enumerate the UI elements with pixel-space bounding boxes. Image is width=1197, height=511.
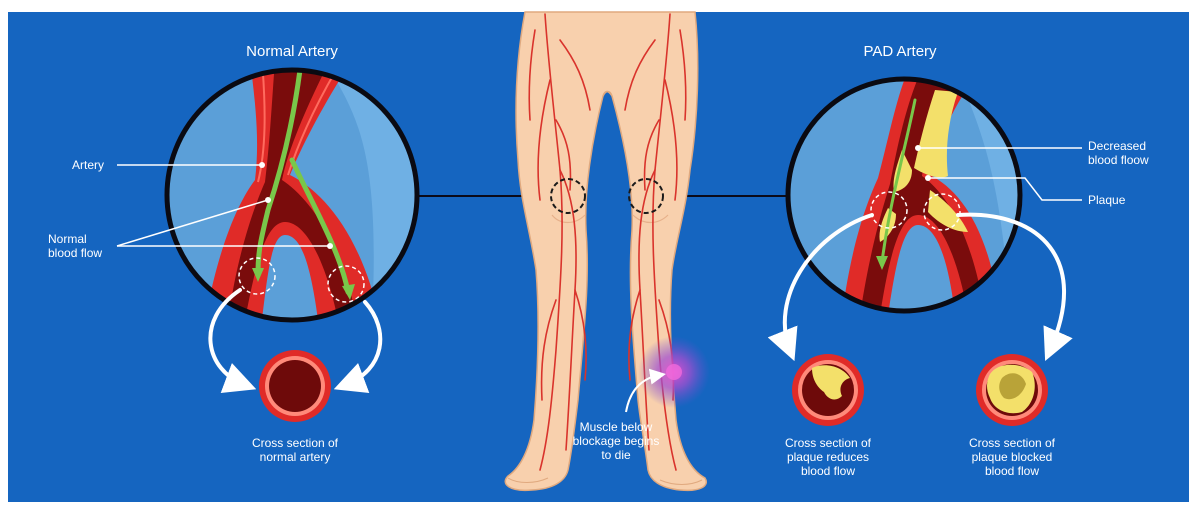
reduced-cross-section	[792, 354, 864, 426]
blocked-caption: Cross section of plaque blocked blood fl…	[942, 436, 1082, 478]
normal-flow-label-line2: blood flow	[48, 246, 102, 260]
muscle-caption-line1: Muscle below	[556, 420, 676, 434]
blocked-caption-line1: Cross section of	[942, 436, 1082, 450]
blocked-cross-section	[976, 354, 1048, 426]
muscle-caption-line3: to die	[556, 448, 676, 462]
artery-label: Artery	[72, 158, 104, 172]
blocked-caption-line3: blood flow	[942, 464, 1082, 478]
muscle-caption: Muscle below blockage begins to die	[556, 420, 676, 462]
normal-cross-section	[259, 350, 331, 422]
normal-flow-label: Normal blood flow	[48, 232, 102, 260]
normal-flow-label-line1: Normal	[48, 232, 102, 246]
normal-cross-caption-line2: normal artery	[225, 450, 365, 464]
normal-cross-caption-line1: Cross section of	[225, 436, 365, 450]
reduced-caption-line1: Cross section of	[758, 436, 898, 450]
reduced-caption: Cross section of plaque reduces blood fl…	[758, 436, 898, 478]
reduced-caption-line3: blood flow	[758, 464, 898, 478]
normal-artery-title: Normal Artery	[222, 43, 362, 61]
decreased-flow-label-line1: Decreased	[1088, 139, 1149, 153]
decreased-flow-label: Decreased blood floow	[1088, 139, 1149, 167]
decreased-flow-label-line2: blood floow	[1088, 153, 1149, 167]
blocked-caption-line2: plaque blocked	[942, 450, 1082, 464]
reduced-caption-line2: plaque reduces	[758, 450, 898, 464]
plaque-label: Plaque	[1088, 193, 1125, 207]
pad-artery-title: PAD Artery	[830, 43, 970, 61]
normal-cross-caption: Cross section of normal artery	[225, 436, 365, 464]
muscle-caption-line2: blockage begins	[556, 434, 676, 448]
